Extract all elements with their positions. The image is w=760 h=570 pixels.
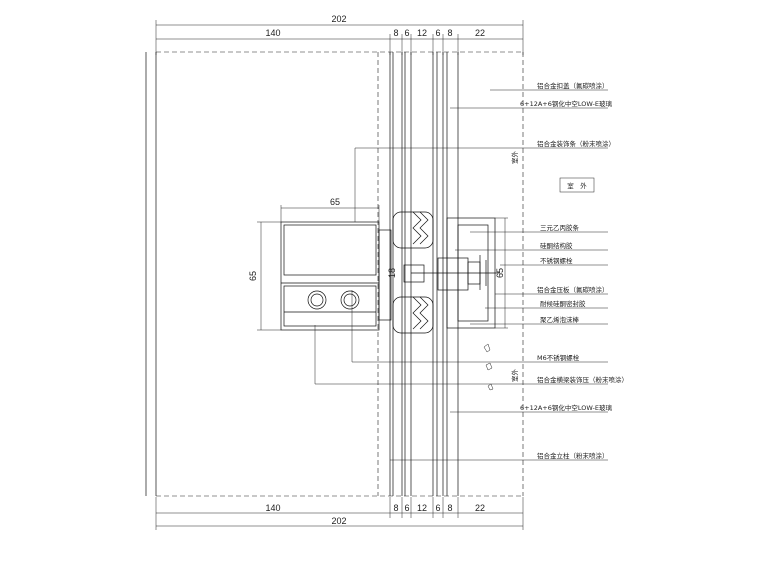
dim-bottom-left: 140 [265,503,280,513]
callout-label: 铝合金装饰条（粉末喷涂） [537,139,615,148]
dim-top-overall: 202 [331,14,346,24]
room-label: 室 外 [567,181,587,190]
dim-top-seg: 6 [435,28,440,38]
ink-marks [483,343,494,391]
callout-label: 三元乙丙胶条 [540,223,580,232]
dim-bottom-seg: 6 [404,503,409,513]
callout-label: 不锈钢螺栓 [540,256,573,265]
outdoor-label-lower: 室外 [510,369,519,383]
top-dimension-chain: 202 140 8 6 12 6 8 22 [155,14,524,55]
callout-label: M6不锈钢螺栓 [537,353,580,362]
dim-bottom-seg: 22 [475,503,485,513]
dim-bottom-seg: 8 [447,503,452,513]
side-labels: 室外 室外 室 外 [510,151,595,383]
callout-label: 铝合金扣盖（氟碳喷涂） [537,81,609,90]
dim-inner-small: 18 [387,268,397,278]
wall-outline [145,51,524,497]
dim-bottom-seg: 8 [393,503,398,513]
dim-right-small: 65 [495,268,505,278]
callout-label: 铝合金立柱（粉末喷涂） [537,451,609,460]
dim-top-seg: 22 [475,28,485,38]
callout-label: 铝合金横梁装饰压（粉末喷涂） [537,375,628,384]
dim-mullion-height: 65 [248,271,258,281]
dim-top-seg: 6 [404,28,409,38]
callout-label: 耐候硅酮密封胶 [540,299,586,308]
dim-bottom-seg: 6 [435,503,440,513]
outdoor-label-upper: 室外 [510,151,519,165]
pressure-plate-assembly: 18 65 [378,211,508,334]
callout-label: 铝合金压板（氟碳喷涂） [537,285,609,294]
dim-top-seg: 8 [393,28,398,38]
dim-top-left: 140 [265,28,280,38]
callout-label: 6+12A+6钢化中空LOW-E玻璃 [520,403,613,412]
dim-mullion-width: 65 [330,197,340,207]
callout-label: 硅酮结构胶 [540,241,573,250]
callout-label: 6+12A+6钢化中空LOW-E玻璃 [520,99,613,108]
dim-top-seg: 8 [447,28,452,38]
mullion-profile: 65 65 [248,197,380,331]
bottom-dimension-chain: 140 202 8 6 12 6 8 22 [155,497,524,530]
dim-bottom-seg: 12 [417,503,427,513]
screw-hole [340,290,360,310]
dim-bottom-overall: 202 [331,516,346,526]
callout-labels: 铝合金扣盖（氟碳喷涂） 6+12A+6钢化中空LOW-E玻璃 铝合金装饰条（粉末… [520,81,628,460]
dim-top-seg: 12 [417,28,427,38]
leader-lines [314,89,608,461]
callout-label: 聚乙烯泡沫棒 [540,315,580,324]
screw-hole [307,290,327,310]
